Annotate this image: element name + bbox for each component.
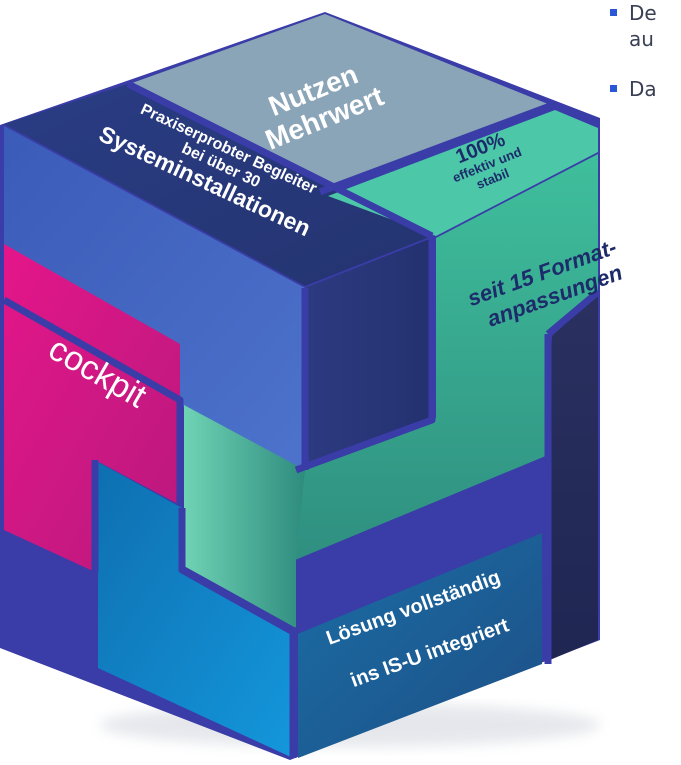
cube-edges	[2, 80, 601, 758]
navy-block-side	[305, 238, 432, 470]
green-right-face	[295, 154, 598, 560]
bullet-square-icon	[610, 85, 617, 92]
blue-block-face	[4, 126, 305, 470]
list-item: Da	[610, 76, 681, 102]
bullet-text-line: De	[629, 1, 657, 25]
top-gray-face	[132, 14, 548, 190]
green-front-face	[184, 405, 305, 628]
bullet-square-icon	[610, 9, 617, 16]
bullet-text-line: au	[629, 27, 654, 51]
top-green-face	[328, 110, 598, 236]
dark-right-block	[545, 294, 598, 662]
list-item: De au	[610, 0, 681, 52]
bullet-list: De au Da	[610, 0, 681, 110]
cyan-right-face	[298, 528, 542, 758]
top-navy-face	[4, 84, 432, 286]
cyan-left-face	[98, 462, 293, 758]
bullet-text-line: Da	[629, 77, 657, 101]
